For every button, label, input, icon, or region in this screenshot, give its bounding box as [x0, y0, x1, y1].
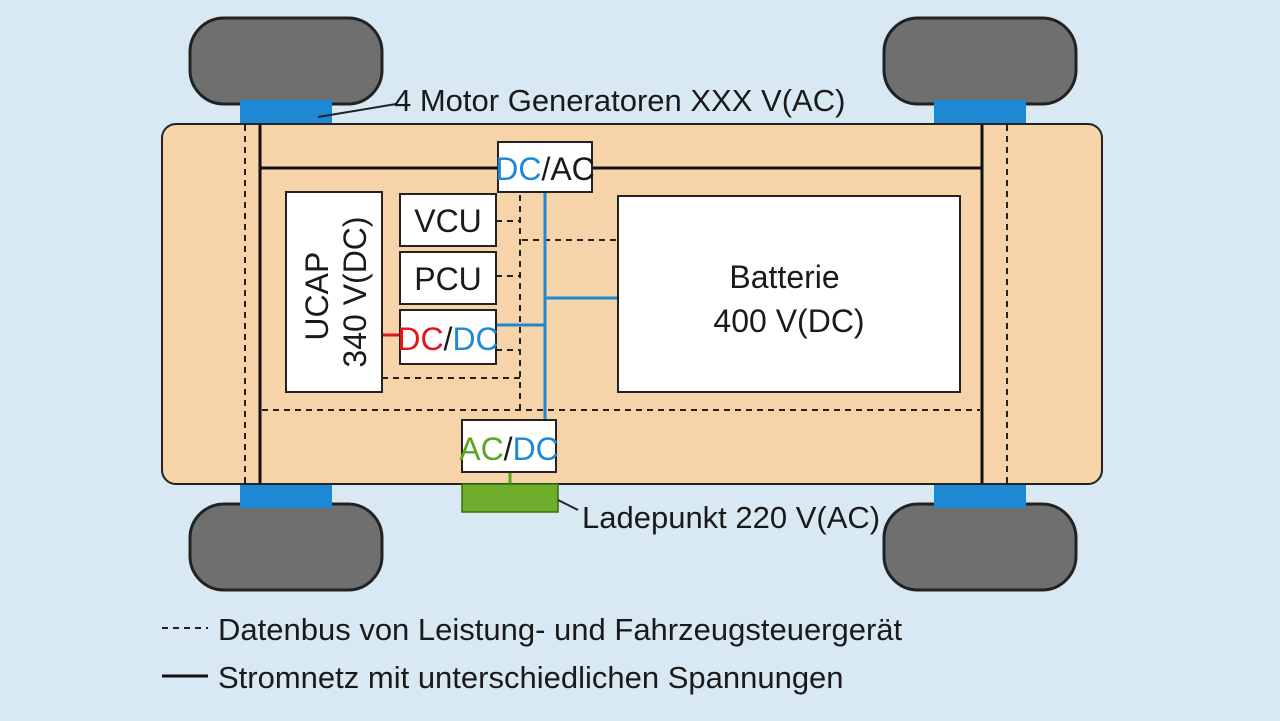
vcu-box	[399, 193, 497, 247]
battery-label: Batterie 400 V(DC)	[713, 259, 864, 339]
ucap-label: UCAP 340 V(DC)	[299, 216, 373, 367]
battery-box	[617, 195, 961, 393]
charge-point	[461, 483, 559, 513]
wheel-front-left	[188, 16, 384, 126]
dcdc-label: DC/DC	[397, 321, 498, 357]
charge-point-label: Ladepunkt 220 V(AC)	[582, 500, 880, 535]
data-bus-lines	[244, 125, 1008, 483]
acdc-box	[461, 419, 557, 473]
charge-leader-line	[557, 499, 579, 511]
acdc-label: AC/DC	[459, 431, 559, 467]
dcac-box	[497, 141, 593, 193]
ucap-box	[285, 191, 383, 393]
motor-leader-line	[317, 103, 397, 118]
dcdc-box	[399, 309, 497, 365]
wheel-front-right	[882, 16, 1078, 126]
motor-generators-label: 4 Motor Generatoren XXX V(AC)	[394, 83, 845, 118]
power-lines	[258, 125, 984, 483]
wheel-rear-right	[882, 482, 1078, 592]
pcu-label: PCU	[414, 261, 482, 297]
wheel-rear-left	[188, 482, 384, 592]
legend-solid-label: Stromnetz mit unterschiedlichen Spannung…	[218, 660, 844, 695]
dcac-label: DC/AC	[495, 151, 595, 187]
dc-bus	[496, 192, 618, 422]
vcu-label: VCU	[414, 203, 482, 239]
legend-dashed-label: Datenbus von Leistung- und Fahrzeugsteue…	[218, 612, 903, 647]
legend: Datenbus von Leistung- und Fahrzeugsteue…	[162, 612, 903, 695]
pcu-box	[399, 251, 497, 305]
